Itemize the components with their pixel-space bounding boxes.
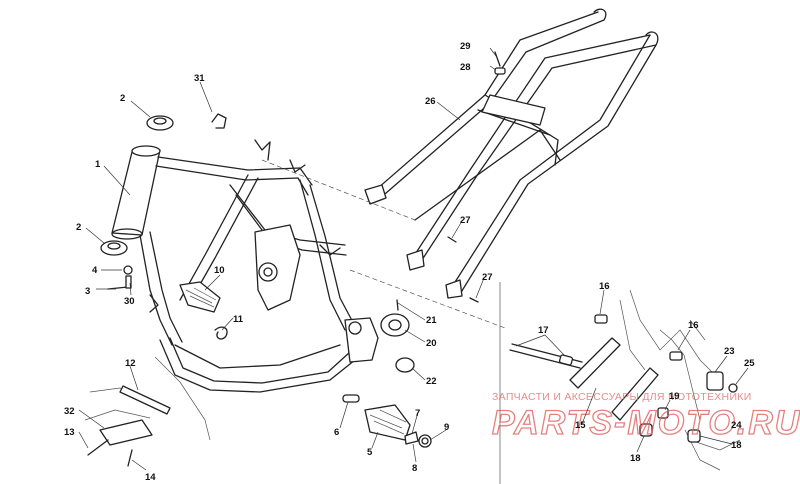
side-stand-group (84, 356, 211, 467)
right-footpeg (342, 394, 432, 448)
callout-1: 1 (95, 159, 101, 170)
detail-inset (499, 282, 741, 484)
leader-lines (78, 47, 749, 471)
watermark: ЗАПЧАСТИ И АКСЕССУАРЫ ДЛЯ МОТОТЕХНИКИ PA… (491, 391, 800, 443)
steering-bearing-upper (146, 115, 174, 131)
callout-27-lower: 27 (482, 272, 493, 283)
callout-2-upper: 2 (120, 93, 125, 104)
callout-25: 25 (744, 358, 755, 369)
callout-20: 20 (426, 338, 437, 349)
callout-12: 12 (125, 358, 136, 369)
callout-6: 6 (334, 427, 339, 438)
watermark-caption: ЗАПЧАСТИ И АКСЕССУАРЫ ДЛЯ МОТОТЕХНИКИ (492, 391, 752, 403)
callout-5: 5 (367, 447, 373, 458)
washer-bolt-group (107, 265, 133, 290)
callout-26: 26 (425, 96, 436, 107)
callout-27-upper: 27 (460, 215, 471, 226)
rear-subframe (364, 8, 659, 299)
callout-17: 17 (538, 325, 549, 336)
callout-30: 30 (124, 296, 135, 307)
callout-2-lower: 2 (76, 222, 81, 233)
callout-21: 21 (426, 315, 437, 326)
callout-9: 9 (444, 422, 449, 433)
bushing-group (380, 299, 415, 373)
callout-15: 15 (575, 420, 586, 431)
callout-23: 23 (724, 346, 735, 357)
cable-clip (211, 113, 227, 129)
subframe-bolts (447, 51, 506, 303)
callout-4: 4 (92, 265, 98, 276)
left-footpeg (179, 281, 228, 340)
callout-16-left: 16 (599, 281, 610, 292)
callout-10: 10 (214, 265, 225, 276)
callout-13: 13 (64, 427, 75, 438)
callout-22: 22 (426, 376, 437, 387)
watermark-logo: PARTS-MOTO.RU (492, 404, 800, 442)
callout-8: 8 (412, 463, 417, 474)
main-frame (111, 139, 379, 393)
callout-24: 24 (731, 420, 742, 431)
callout-29: 29 (460, 41, 471, 52)
callout-7: 7 (415, 408, 420, 419)
callout-11: 11 (233, 314, 244, 325)
callout-28: 28 (460, 62, 471, 73)
callout-19: 19 (669, 391, 680, 402)
steering-bearing-lower (100, 240, 128, 256)
callout-18-left: 18 (630, 453, 641, 464)
callout-32: 32 (64, 406, 75, 417)
callout-18-right: 18 (731, 440, 742, 451)
callout-labels: 1 2 2 3 4 5 6 7 8 9 10 11 12 13 14 15 16… (64, 41, 755, 483)
alignment-lines (261, 159, 506, 329)
callout-16-right: 16 (688, 320, 699, 331)
callout-3: 3 (85, 286, 90, 297)
callout-14: 14 (145, 472, 156, 483)
callout-31: 31 (194, 73, 205, 84)
